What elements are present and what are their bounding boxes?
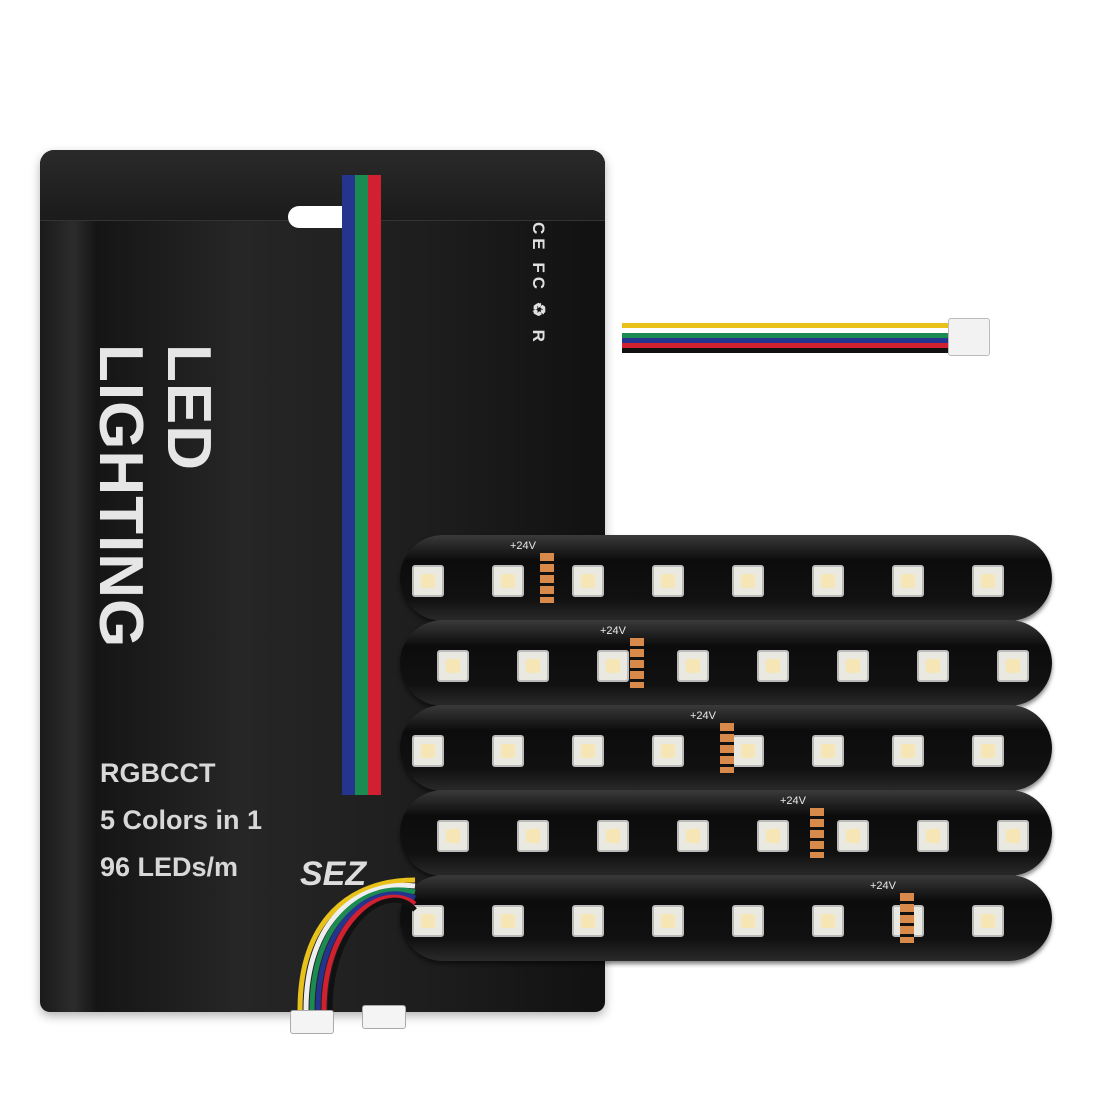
connector-cable bbox=[622, 323, 952, 353]
led-chip bbox=[757, 650, 789, 682]
certification-marks: CE FC ♻ R bbox=[529, 222, 548, 346]
female-connector bbox=[290, 1010, 334, 1034]
led-chip bbox=[572, 565, 604, 597]
pigtail-wire bbox=[309, 887, 416, 1010]
pigtail-wire bbox=[327, 897, 417, 1010]
strip-loop: +24V bbox=[400, 620, 1052, 706]
pigtail-wire bbox=[315, 891, 417, 1010]
cable-wire bbox=[622, 333, 952, 338]
led-chip bbox=[812, 735, 844, 767]
led-chip bbox=[812, 905, 844, 937]
solder-pad bbox=[720, 723, 734, 773]
led-chip bbox=[892, 735, 924, 767]
spec-leds-per-meter: 96 LEDs/m bbox=[100, 852, 239, 882]
led-chip bbox=[732, 905, 764, 937]
led-chip bbox=[677, 650, 709, 682]
red-stripe bbox=[368, 175, 381, 795]
led-chip bbox=[837, 650, 869, 682]
cable-wire bbox=[622, 338, 952, 343]
led-chip bbox=[652, 905, 684, 937]
led-chip bbox=[492, 905, 524, 937]
led-chip bbox=[732, 735, 764, 767]
cable-wire bbox=[622, 348, 952, 353]
led-chip bbox=[917, 650, 949, 682]
brand-logo: SEZ bbox=[300, 855, 367, 893]
led-chip bbox=[972, 905, 1004, 937]
led-chip bbox=[492, 735, 524, 767]
pigtail-wires bbox=[297, 877, 417, 1010]
strip-loop: +24V bbox=[400, 790, 1052, 876]
led-chip bbox=[972, 565, 1004, 597]
hang-hole bbox=[288, 206, 354, 228]
led-chip bbox=[597, 820, 629, 852]
voltage-label: +24V bbox=[600, 625, 626, 637]
pigtail-wire bbox=[297, 877, 416, 1010]
led-chip bbox=[492, 565, 524, 597]
voltage-label: +24V bbox=[510, 540, 536, 552]
cable-wire bbox=[622, 328, 952, 333]
led-chip bbox=[572, 735, 604, 767]
blue-stripe bbox=[342, 175, 355, 795]
voltage-label: +24V bbox=[780, 795, 806, 807]
led-chip bbox=[917, 820, 949, 852]
spec-colors: 5 Colors in 1 bbox=[100, 805, 263, 835]
led-chip bbox=[412, 565, 444, 597]
spec-rgbcct: RGBCCT bbox=[100, 758, 216, 788]
solder-pad bbox=[900, 893, 914, 943]
led-chip bbox=[437, 820, 469, 852]
led-chip bbox=[972, 735, 1004, 767]
cable-wire bbox=[622, 343, 952, 348]
green-stripe bbox=[355, 175, 368, 795]
led-chip bbox=[517, 820, 549, 852]
led-chip bbox=[517, 650, 549, 682]
pigtail-wire bbox=[303, 882, 416, 1010]
led-chip bbox=[732, 565, 764, 597]
led-chip bbox=[652, 735, 684, 767]
connector-plug bbox=[948, 318, 990, 356]
led-chip bbox=[757, 820, 789, 852]
led-chip bbox=[412, 905, 444, 937]
voltage-label: +24V bbox=[690, 710, 716, 722]
voltage-label: +24V bbox=[870, 880, 896, 892]
pigtail-wire bbox=[321, 894, 417, 1010]
package-title-lighting: LIGHTING bbox=[86, 344, 155, 649]
cable-wire bbox=[622, 323, 952, 328]
led-chip bbox=[572, 905, 604, 937]
led-chip bbox=[812, 565, 844, 597]
strip-loop: +24V bbox=[400, 705, 1052, 791]
led-chip bbox=[997, 650, 1029, 682]
package-title-led: LED bbox=[154, 344, 223, 471]
led-chip bbox=[597, 650, 629, 682]
led-chip bbox=[892, 565, 924, 597]
male-connector bbox=[362, 1005, 406, 1029]
solder-pad bbox=[810, 808, 824, 858]
led-chip bbox=[677, 820, 709, 852]
led-chip bbox=[412, 735, 444, 767]
led-chip bbox=[652, 565, 684, 597]
strip-loop: +24V bbox=[400, 875, 1052, 961]
solder-pad bbox=[540, 553, 554, 603]
strip-loop: +24V bbox=[400, 535, 1052, 621]
led-chip bbox=[837, 820, 869, 852]
led-chip bbox=[437, 650, 469, 682]
led-chip bbox=[997, 820, 1029, 852]
solder-pad bbox=[630, 638, 644, 688]
